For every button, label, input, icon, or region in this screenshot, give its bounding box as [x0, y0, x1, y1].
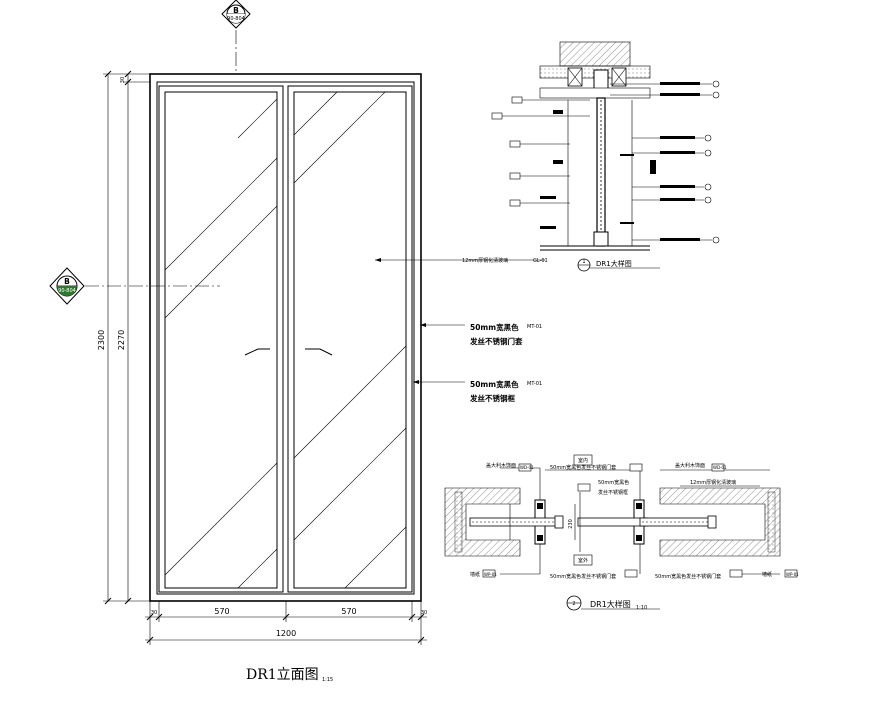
detail-2-section	[444, 454, 798, 611]
glass-reflection-line	[237, 98, 278, 139]
detail-1-section	[491, 41, 720, 272]
callout-door-frame-line2: 发丝不锈钢框	[469, 393, 515, 403]
note-top-left-code: WD-01	[520, 465, 534, 470]
callout-door-cover-code: MT-01	[527, 324, 542, 330]
note-bottom-mid-1: 50mm宽黑色发丝不锈钢门套	[550, 573, 616, 580]
section-marker-top	[221, 0, 251, 29]
detail-2-scale: 1:10	[636, 605, 647, 611]
vertical-dimensions	[103, 70, 150, 605]
note-top-right-code: WD-01	[713, 465, 727, 470]
note-glass: 12mm厚钢化清玻璃	[690, 479, 736, 486]
dim-bottom-right: 30	[421, 610, 427, 616]
glass-reflection-line	[293, 91, 386, 184]
dim-top: 30	[120, 77, 126, 83]
callout-door-cover-line1: 50mm宽黑色	[470, 322, 519, 332]
detail-1-title: DR1大样图	[596, 259, 632, 268]
callout-door-cover-line2: 发丝不锈钢门套	[469, 336, 523, 346]
dim-total-height: 2300	[97, 330, 106, 350]
door-leaf-left	[158, 85, 284, 593]
callout-door-frame-code: MT-01	[527, 381, 542, 387]
dim-inner-height: 2270	[117, 330, 126, 350]
note-bottom-left-code: WP-01	[484, 572, 497, 577]
note-top-mid-2: 50mm宽黑色	[598, 479, 629, 486]
note-bottom-mid-2: 50mm宽黑色发丝不锈钢门套	[655, 573, 721, 580]
dim-230: 230	[568, 519, 574, 529]
label-interior: 室内	[578, 457, 588, 464]
detail-1-left-tags	[491, 96, 590, 229]
interior-tag-box	[573, 454, 593, 466]
dim-total-width: 1200	[276, 629, 296, 638]
note-bottom-right-code: WP-01	[786, 572, 799, 577]
note-bottom-right: 墙纸	[762, 571, 772, 578]
note-bottom-left: 墙纸	[470, 571, 480, 578]
detail-1-number: 1	[582, 259, 585, 265]
left-marker-ref: 90-804	[58, 288, 76, 294]
top-marker-ref: 90-804	[227, 16, 245, 22]
note-top-mid-3: 发丝不锈钢框	[598, 489, 628, 496]
callout-door-frame-line1: 50mm宽黑色	[470, 379, 519, 389]
handle-right	[305, 348, 333, 356]
glass-reflection-line	[237, 548, 278, 589]
elevation-scale: 1:15	[322, 677, 333, 683]
handle-left	[244, 348, 270, 356]
door-leaf-right	[287, 85, 413, 593]
door-elevation	[85, 30, 422, 602]
glass-reflection-line	[164, 205, 278, 319]
detail-2-title: DR1大样图	[590, 599, 631, 609]
elevation-title: DR1立面图	[246, 667, 319, 683]
glass-reflection-line	[164, 157, 278, 271]
detail-2-number: 2	[572, 601, 575, 607]
ceiling-slab	[559, 41, 631, 67]
exterior-tag-box	[573, 554, 593, 566]
glass-reflection-line	[344, 526, 407, 589]
wall-left	[444, 487, 521, 557]
dim-bottom-left: 30	[151, 610, 157, 616]
section-marker-left	[49, 267, 85, 305]
note-top-left: 盖大利木饰面	[486, 462, 516, 469]
label-exterior: 室外	[578, 557, 588, 564]
left-marker-letter: B	[64, 277, 70, 286]
dim-leaf-right: 570	[341, 607, 356, 616]
door-leaf-right-glass	[293, 91, 407, 589]
note-top-right: 盖大利木饰面	[675, 462, 705, 469]
detail-1-right-tags	[610, 80, 720, 244]
horizontal-dimensions	[145, 601, 427, 645]
callout-leaders	[375, 258, 545, 384]
callout-glass: 12mm厚钢化清玻璃	[462, 257, 508, 264]
callout-glass-code: GL-01	[533, 258, 548, 264]
door-inner-frame	[156, 81, 415, 595]
note-top-mid-1: 50mm宽黑色发丝不锈钢门套	[550, 464, 616, 471]
dim-leaf-left: 570	[214, 607, 229, 616]
glass-reflection-line	[293, 91, 338, 136]
glass-reflection-line	[293, 427, 407, 541]
top-marker-letter: B	[233, 6, 239, 15]
glass-reflection-line	[164, 462, 278, 576]
glass-reflection-line	[293, 345, 407, 459]
door-outer-frame	[149, 73, 422, 602]
door-leaf-left-glass	[164, 91, 278, 589]
